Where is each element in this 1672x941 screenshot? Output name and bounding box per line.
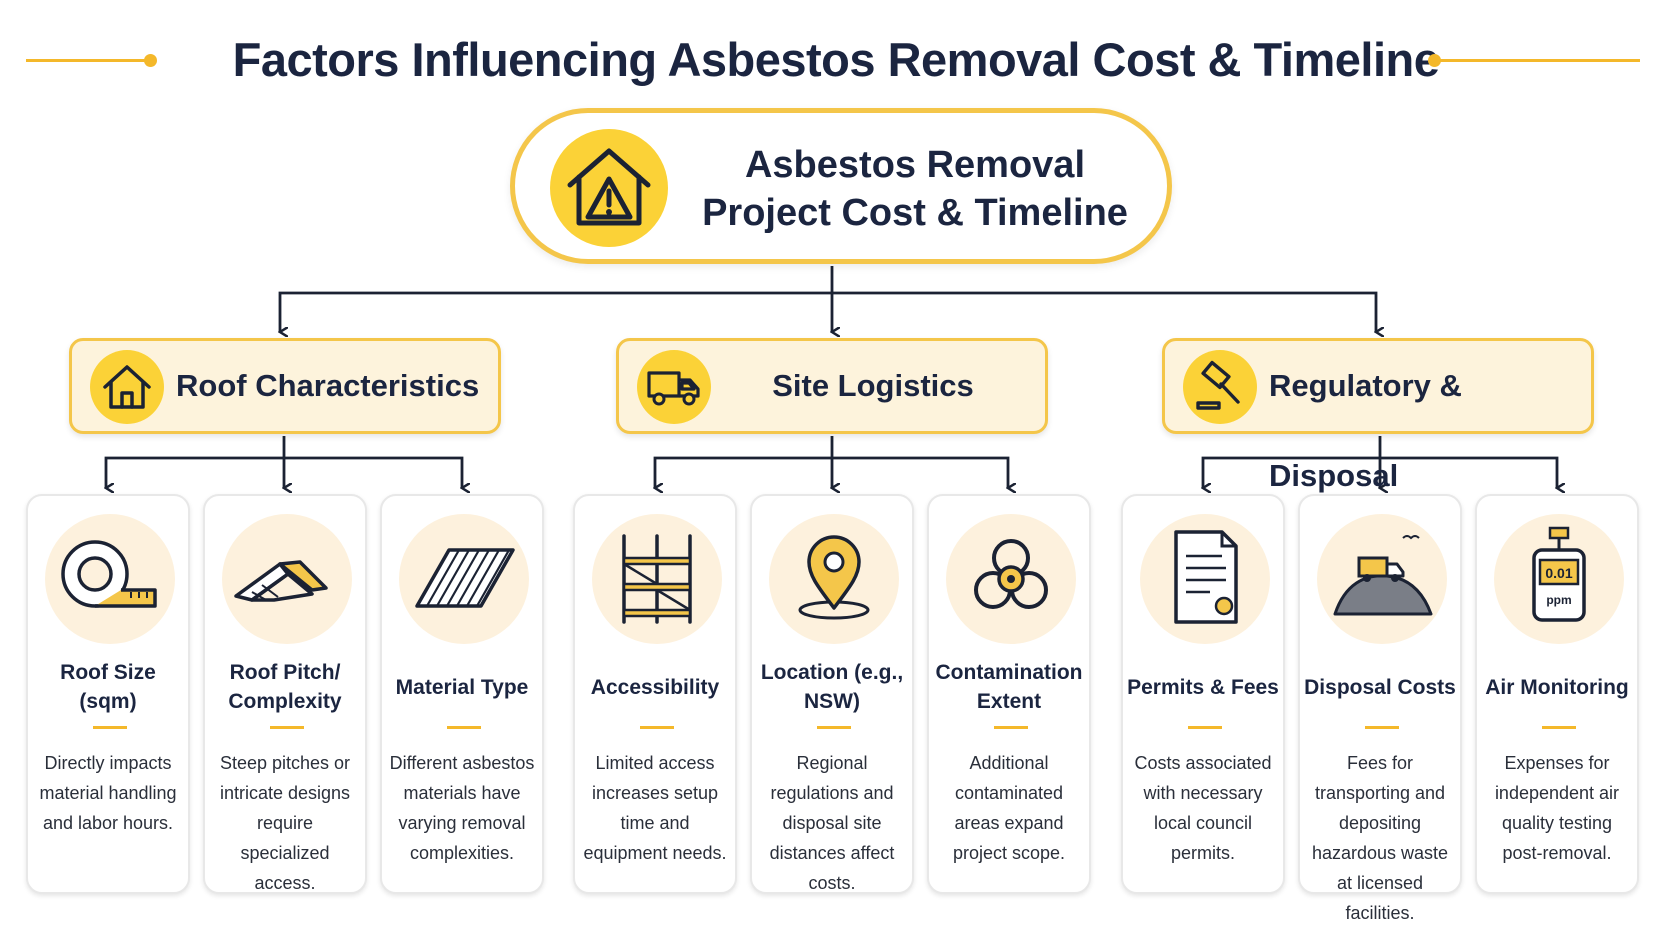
title-right-dot [1428,54,1441,67]
permit-document-icon [1140,514,1270,644]
title-divider [994,726,1028,729]
category-roof-characteristics: Roof Characteristics [69,338,501,434]
monitor-unit: ppm [1546,593,1571,607]
house-icon [90,350,164,424]
factor-card-location: Location (e.g., NSW) Regional regulation… [750,494,914,894]
factor-title: Roof Size (sqm) [60,661,156,713]
biohazard-icon [946,514,1076,644]
title-row: Factors Influencing Asbestos Removal Cos… [0,28,1672,92]
title-divider [270,726,304,729]
page-title: Factors Influencing Asbestos Removal Cos… [232,33,1440,86]
root-title: Asbestos Removal Project Cost & Timeline [685,141,1145,237]
title-divider [447,726,481,729]
factor-description: Different asbestos materials have varyin… [389,753,535,863]
title-divider [93,726,127,729]
root-title-line2: Project Cost & Timeline [702,192,1128,234]
category-label: Regulatory & Disposal [1269,368,1462,493]
factor-description: Additional contaminated areas expand pro… [952,753,1066,863]
factor-card-roof-size: Roof Size (sqm) Directly impacts materia… [26,494,190,894]
title-divider [817,726,851,729]
title-divider [1365,726,1399,729]
title-right-line [1436,59,1640,62]
category-label: Site Logistics [772,368,974,403]
factor-description: Fees for transporting and depositing haz… [1311,753,1449,923]
factor-description: Costs associated with necessary local co… [1134,753,1272,863]
truck-icon [637,350,711,424]
title-left-line [26,59,150,62]
factor-description: Steep pitches or intricate designs requi… [219,753,351,893]
factor-title: Roof Pitch/ Complexity [228,661,342,713]
factor-title: Air Monitoring [1485,675,1629,699]
factor-description: Limited access increases setup time and … [583,753,727,863]
title-divider [1542,726,1576,729]
root-node: Asbestos Removal Project Cost & Timeline [510,108,1172,264]
scaffolding-icon [592,514,722,644]
category-regulatory-disposal: Regulatory & Disposal [1162,338,1594,493]
gavel-icon [1183,350,1257,424]
title-divider [1188,726,1222,729]
factor-description: Regional regulations and disposal site d… [769,753,895,893]
factor-card-permits: Permits & Fees Costs associated with nec… [1121,494,1285,894]
factor-card-material-type: Material Type Different asbestos materia… [380,494,544,894]
factor-card-contamination: Contamination Extent Additional contamin… [927,494,1091,894]
title-divider [640,726,674,729]
location-pin-icon [769,514,899,644]
corrugated-sheet-icon [399,514,529,644]
factor-title: Contamination Extent [935,661,1083,713]
factor-description: Directly impacts material handling and l… [39,753,177,833]
root-title-line1: Asbestos Removal [744,144,1085,186]
factor-title: Disposal Costs [1304,675,1456,699]
factor-title: Material Type [395,675,529,699]
house-warning-icon [550,129,668,247]
category-label: Roof Characteristics [176,368,480,403]
factor-card-accessibility: Accessibility Limited access increases s… [573,494,737,894]
tape-measure-icon [45,514,175,644]
air-monitor-icon: 0.01 ppm [1494,514,1624,644]
monitor-readout: 0.01 [1545,565,1572,581]
factor-card-disposal: Disposal Costs Fees for transporting and… [1298,494,1462,923]
factor-card-roof-pitch: Roof Pitch/ Complexity Steep pitches or … [203,494,367,894]
factor-title: Accessibility [590,675,720,699]
category-site-logistics: Site Logistics [616,338,1048,434]
disposal-truck-icon [1317,514,1447,644]
factor-card-air-monitoring: 0.01 ppm Air Monitoring Expenses for ind… [1475,494,1639,894]
factor-title: Permits & Fees [1127,675,1279,699]
factor-description: Expenses for independent air quality tes… [1494,753,1620,863]
factor-title: Location (e.g., NSW) [760,661,904,713]
roof-pitch-icon [222,514,352,644]
title-left-dot [144,54,157,67]
